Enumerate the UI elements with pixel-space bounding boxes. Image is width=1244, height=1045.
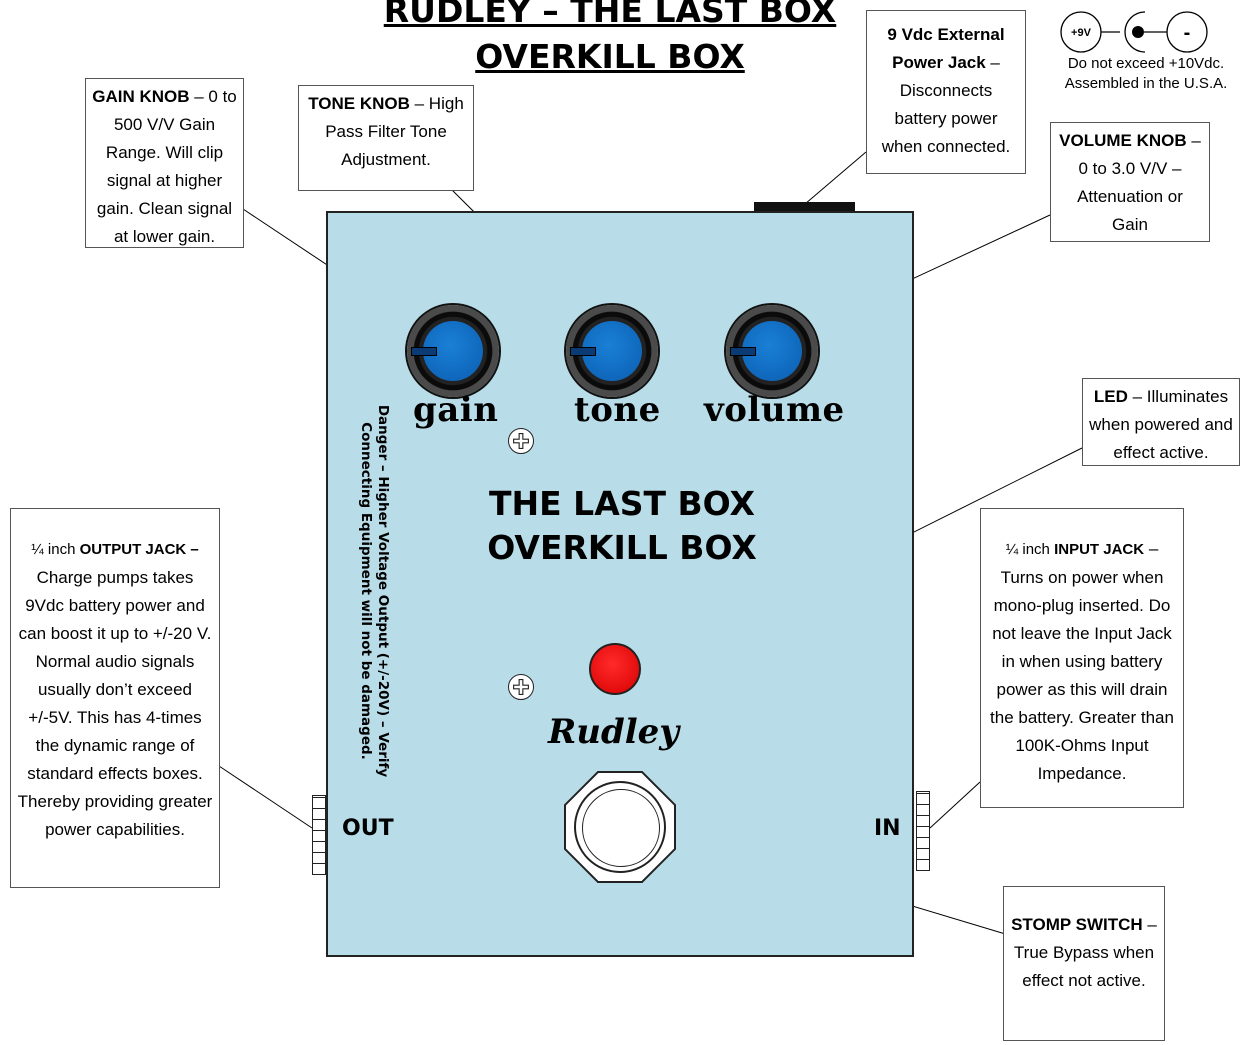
page-title: RUDLEY – THE LAST BOX OVERKILL BOX (300, 0, 920, 78)
voltage-warning: Danger – Higher Voltage Output (+/-20V) … (357, 402, 391, 780)
volume-label: volume (704, 390, 845, 430)
pedal-label-line-2: OVERKILL BOX (487, 528, 757, 567)
power-jack-leader (804, 151, 867, 205)
gain-knob-callout: GAIN KNOB – 0 to 500 V/V Gain Range. Wil… (85, 78, 244, 248)
input-callout-pre: ¼ inch (1005, 541, 1055, 558)
output-jack (312, 795, 326, 875)
tone-knob[interactable] (566, 305, 658, 397)
gain-callout-title: GAIN KNOB (92, 87, 190, 106)
led-indicator (589, 643, 641, 695)
output-callout-text: Charge pumps takes 9Vdc battery power an… (17, 568, 213, 839)
title-line-2: OVERKILL BOX (475, 37, 745, 76)
gain-callout-text: – 0 to 500 V/V Gain Range. Will clip sig… (96, 87, 237, 246)
input-leader (929, 781, 981, 829)
output-leader (218, 765, 313, 829)
tone-knob-callout: TONE KNOB – High Pass Filter Tone Adjust… (298, 85, 474, 191)
power-note: Do not exceed +10Vdc. Assembled in the U… (1050, 54, 1242, 94)
input-callout-title: INPUT JACK (1054, 541, 1145, 558)
out-label: OUT (342, 816, 394, 841)
power-note-line-1: Do not exceed +10Vdc. (1067, 55, 1225, 72)
plus-9v-label: +9V (1071, 27, 1092, 39)
power-polarity-symbol: +9V - (1060, 11, 1208, 53)
warning-line-2: Connecting Equipment will not be damaged… (358, 422, 374, 760)
pedal-main-label: THE LAST BOX OVERKILL BOX (328, 483, 916, 569)
output-callout-title: OUTPUT JACK – (79, 541, 199, 558)
tone-callout-title: TONE KNOB (308, 94, 410, 113)
input-jack (916, 791, 930, 871)
power-jack (754, 202, 855, 212)
stomp-switch-face (582, 789, 660, 867)
tone-knob-pointer (570, 347, 596, 356)
input-callout-text: – Turns on power when mono-plug inserted… (990, 539, 1174, 783)
volume-knob-callout: VOLUME KNOB – 0 to 3.0 V/V – Attenuation… (1050, 122, 1210, 242)
volume-callout-text: – 0 to 3.0 V/V – Attenuation or Gain (1077, 131, 1201, 234)
volume-callout-title: VOLUME KNOB (1059, 131, 1187, 150)
power-jack-callout: 9 Vdc External Power Jack – Disconnects … (866, 10, 1026, 174)
gain-knob-pointer (411, 347, 437, 356)
input-jack-callout: ¼ inch INPUT JACK – Turns on power when … (980, 508, 1184, 808)
power-jack-callout-title: 9 Vdc External Power Jack (887, 25, 1005, 72)
screw-icon (508, 674, 534, 700)
in-label: IN (874, 816, 901, 841)
pedal-label-line-1: THE LAST BOX (489, 484, 755, 523)
minus-label: - (1184, 22, 1191, 44)
gain-label: gain (413, 390, 499, 430)
led-callout-title: LED (1093, 387, 1128, 406)
screw-icon (508, 428, 534, 454)
output-callout-pre: ¼ inch (31, 541, 80, 558)
stomp-switch-callout: STOMP SWITCH – True Bypass when effect n… (1003, 886, 1165, 1041)
power-note-line-2: Assembled in the U.S.A. (1064, 75, 1228, 92)
brand-logo: Rudley (548, 712, 680, 752)
title-line-1: RUDLEY – THE LAST BOX (383, 0, 837, 30)
led-callout: LED – Illuminates when powered and effec… (1082, 378, 1240, 466)
stomp-callout-title: STOMP SWITCH (1011, 915, 1143, 934)
volume-knob[interactable] (726, 305, 818, 397)
warning-line-1: Danger – Higher Voltage Output (+/-20V) … (375, 404, 391, 778)
power-jack-callout-text: – Disconnects battery power when connect… (881, 53, 1011, 156)
stomp-switch[interactable] (574, 781, 666, 873)
gain-knob[interactable] (407, 305, 499, 397)
output-jack-callout: ¼ inch OUTPUT JACK – Charge pumps takes … (10, 508, 220, 888)
led-callout-text: – Illuminates when powered and effect ac… (1089, 387, 1233, 462)
volume-knob-pointer (730, 347, 756, 356)
tone-callout-text: – High Pass Filter Tone Adjustment. (325, 94, 464, 169)
tone-label: tone (574, 390, 661, 430)
stomp-callout-text: – True Bypass when effect not active. (1013, 915, 1157, 990)
